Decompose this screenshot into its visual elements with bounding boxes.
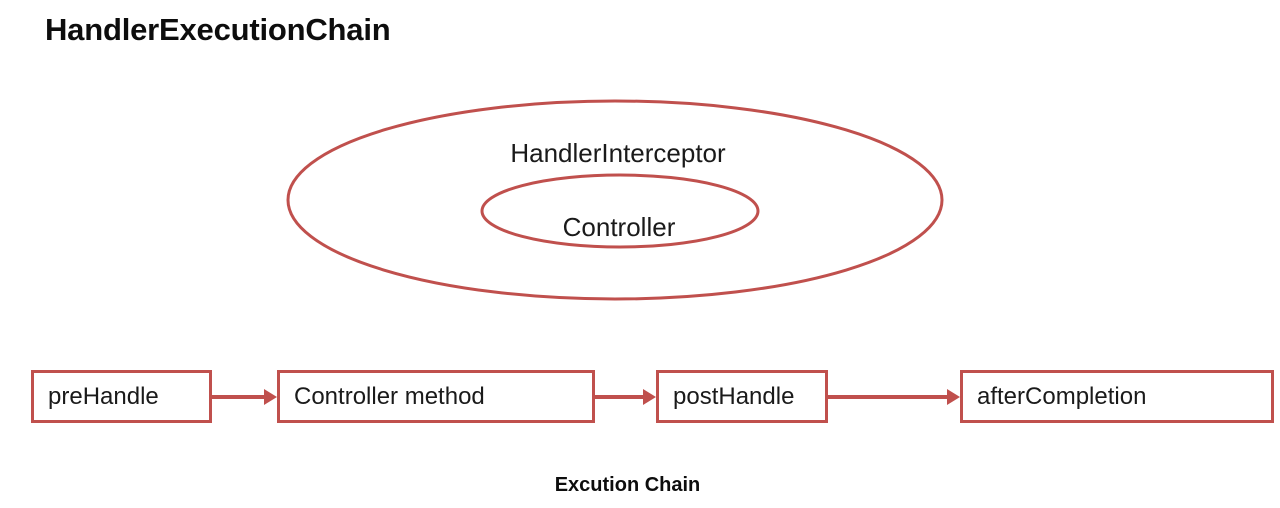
arrow-head-icon — [643, 389, 656, 405]
chain-box-posthandle[interactable]: postHandle — [656, 370, 828, 423]
chain-arrow-2 — [595, 389, 656, 405]
chain-box-label: preHandle — [48, 382, 159, 410]
chain-box-controller-method[interactable]: Controller method — [277, 370, 595, 423]
outer-ellipse-label: HandlerInterceptor — [510, 138, 726, 168]
chain-arrow-3 — [828, 389, 960, 405]
chain-box-label: afterCompletion — [977, 382, 1147, 410]
arrow-shaft — [212, 395, 264, 399]
arrow-shaft — [828, 395, 947, 399]
chain-box-label: postHandle — [673, 382, 795, 410]
execution-chain-row: preHandle Controller method postHandle a… — [0, 370, 1280, 426]
arrow-head-icon — [264, 389, 277, 405]
arrow-head-icon — [947, 389, 960, 405]
diagram-caption: Excution Chain — [554, 474, 701, 496]
inner-ellipse-label: Controller — [562, 212, 676, 242]
arrow-shaft — [595, 395, 643, 399]
chain-box-label: Controller method — [294, 382, 485, 410]
page-title: HandlerExecutionChain — [45, 12, 391, 47]
chain-box-aftercompletion[interactable]: afterCompletion — [960, 370, 1274, 423]
outer-ellipse-handler-interceptor — [286, 99, 944, 301]
chain-box-prehandle[interactable]: preHandle — [31, 370, 212, 423]
chain-arrow-1 — [212, 389, 277, 405]
